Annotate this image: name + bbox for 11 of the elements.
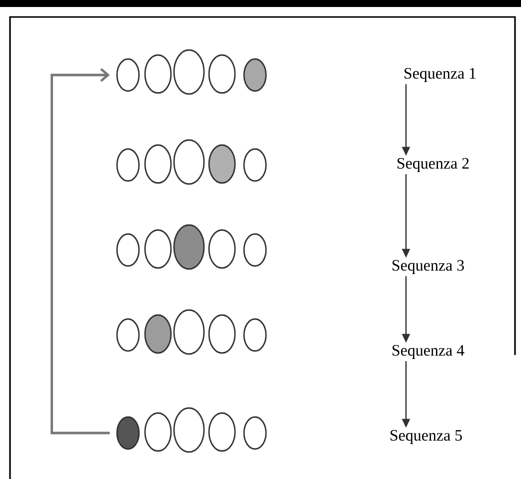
oval-row-drawing bbox=[116, 224, 267, 270]
sequence-label: Sequenza 2 bbox=[398, 158, 469, 172]
oval-row-drawing bbox=[116, 309, 267, 355]
oval-row-drawing bbox=[116, 49, 267, 95]
oval-row-drawing bbox=[116, 139, 267, 185]
arrow bbox=[50, 68, 110, 434]
sequence-label: Sequenza 5 bbox=[390, 430, 462, 444]
sequence-label: Sequenza 3 bbox=[392, 260, 464, 274]
sequence-label: Sequenza 1 bbox=[404, 68, 476, 82]
sequence-label: Sequenza 4 bbox=[392, 345, 464, 359]
oval-row-drawing bbox=[116, 407, 267, 453]
